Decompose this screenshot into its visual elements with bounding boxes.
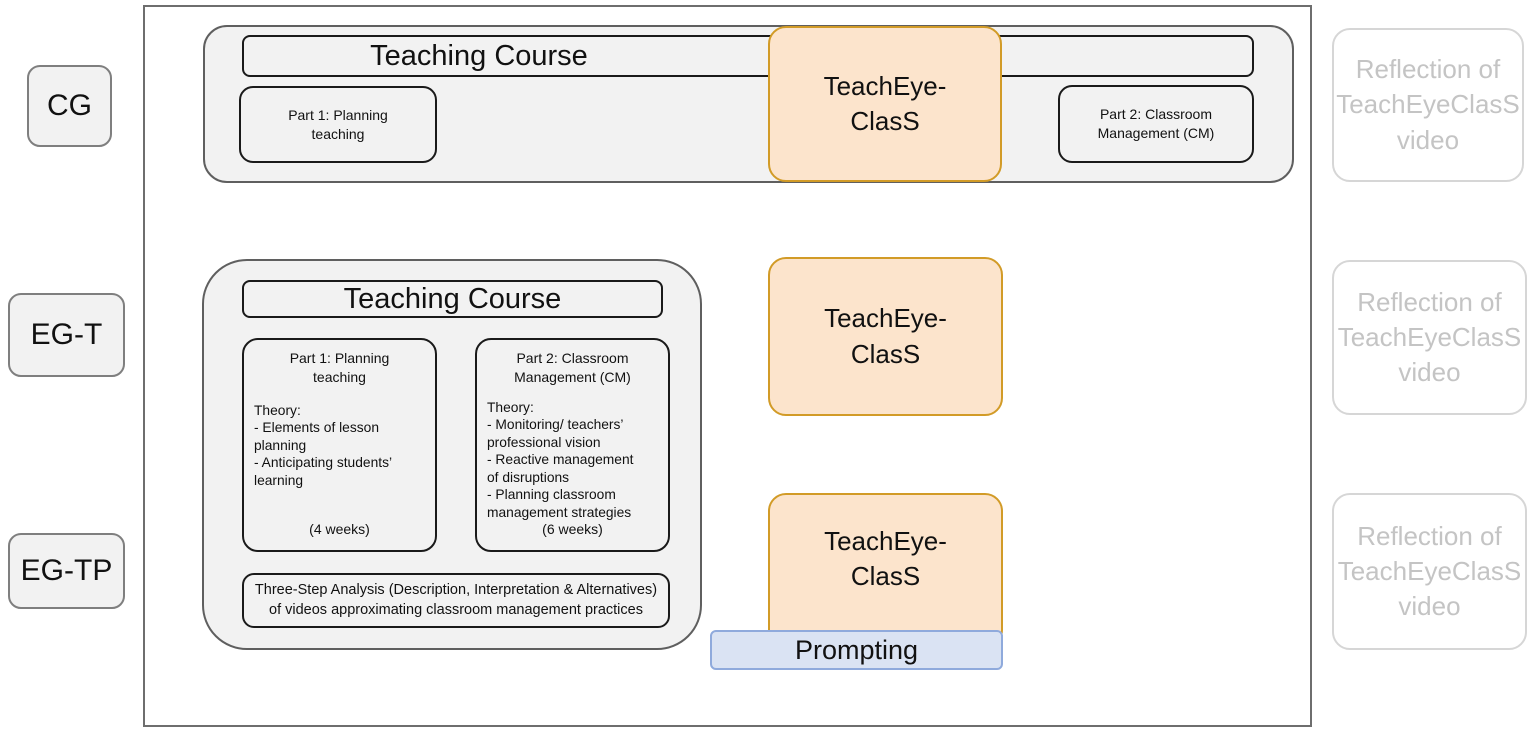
three-step-analysis-box: Three-Step Analysis (Description, Interp…	[242, 573, 670, 628]
eg-part1-duration: (4 weeks)	[309, 521, 370, 537]
eg-tp-teacheye-text: TeachEye- ClasS	[824, 525, 947, 591]
reflection-box-eg-t: Reflection of TeachEyeClasS video	[1332, 260, 1527, 415]
prompting-text: Prompting	[794, 634, 919, 665]
three-step-analysis-text: Three-Step Analysis (Description, Interp…	[254, 581, 658, 618]
eg-t-teacheye-text: TeachEye- ClasS	[824, 303, 947, 369]
reflection-text-eg-t: Reflection of TeachEyeClasS video	[1337, 286, 1522, 388]
reflection-text-eg-tp: Reflection of TeachEyeClasS video	[1337, 520, 1522, 622]
experiment-frame	[143, 5, 1312, 727]
group-label-eg-t-text: EG-T	[30, 318, 103, 351]
eg-part2-box: Part 2: Classroom Management (CM) Theory…	[475, 338, 670, 552]
cg-part1-text: Part 1: Planning teaching	[288, 106, 388, 142]
cg-course-title: Teaching Course	[370, 39, 588, 72]
eg-tp-teacheye-text-wrap: TeachEye- ClasS	[770, 495, 1001, 623]
eg-course-title: Teaching Course	[343, 282, 562, 315]
group-label-cg-text: CG	[47, 89, 92, 122]
reflection-text-cg: Reflection of TeachEyeClasS video	[1336, 54, 1520, 155]
cg-part1-box: Part 1: Planning teaching	[239, 86, 437, 163]
eg-course-title-bar: Teaching Course	[242, 280, 663, 318]
group-label-cg: CG	[27, 65, 112, 147]
cg-course-title-bar: Teaching Course	[242, 35, 1254, 77]
reflection-box-eg-tp: Reflection of TeachEyeClasS video	[1332, 493, 1527, 650]
group-label-eg-tp: EG-TP	[8, 533, 125, 609]
cg-teacheye-text: TeachEye- ClasS	[823, 70, 947, 136]
group-label-eg-t: EG-T	[8, 293, 125, 377]
eg-part2-body: Theory: - Monitoring/ teachers’ professi…	[487, 399, 634, 520]
group-label-eg-tp-text: EG-TP	[20, 554, 113, 587]
prompting-bar: Prompting	[710, 630, 1003, 670]
cg-part2-text: Part 2: Classroom Management (CM)	[1097, 106, 1215, 141]
eg-part2-duration: (6 weeks)	[542, 521, 603, 538]
eg-tp-teacheye-box: TeachEye- ClasS	[768, 493, 1003, 648]
cg-part2-box: Part 2: Classroom Management (CM)	[1058, 85, 1254, 163]
eg-part1-body: Theory: - Elements of lesson planning - …	[254, 402, 393, 488]
eg-part1-title: Part 1: Planning teaching	[289, 350, 390, 385]
eg-part2-title: Part 2: Classroom Management (CM)	[514, 350, 631, 385]
eg-part1-box: Part 1: Planning teaching Theory: - Elem…	[242, 338, 437, 552]
reflection-box-cg: Reflection of TeachEyeClasS video	[1332, 28, 1524, 182]
cg-teacheye-box: TeachEye- ClasS	[768, 26, 1002, 182]
eg-t-teacheye-box: TeachEye- ClasS	[768, 257, 1003, 416]
